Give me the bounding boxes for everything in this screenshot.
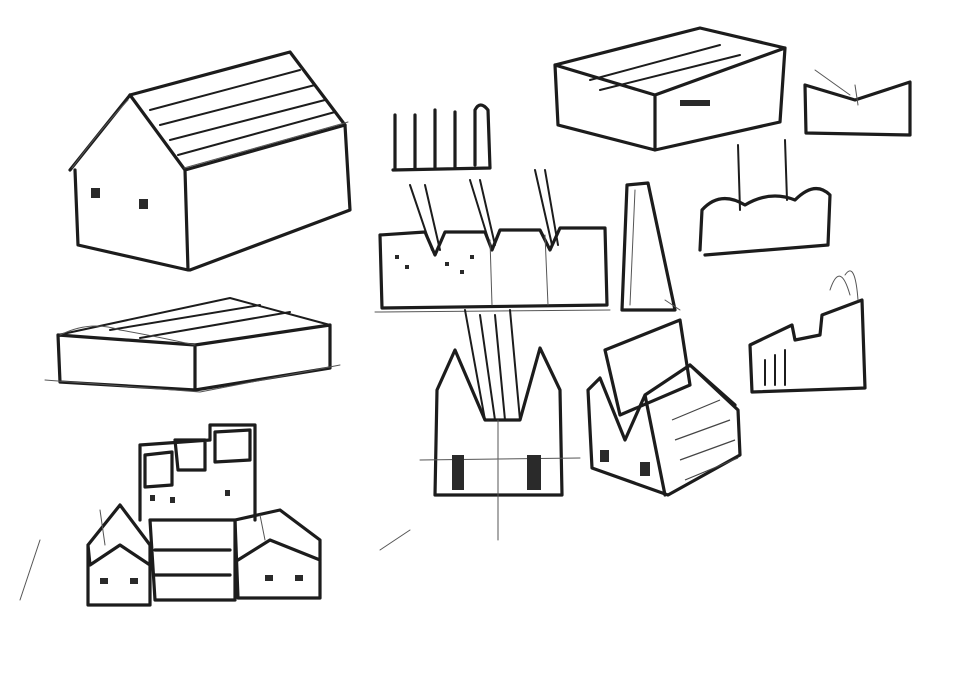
- low-shed-sketch: [44, 297, 341, 393]
- building-complex-sketch: [19, 423, 411, 607]
- comb-block-sketch: [391, 103, 492, 172]
- v-gable-building-sketch: [419, 309, 581, 541]
- house-with-panel-sketch: [586, 318, 742, 497]
- sawtooth-factory-sketch: [374, 169, 611, 313]
- chimney-sketch: [620, 181, 681, 312]
- gabled-house-sketch: [68, 50, 352, 272]
- small-v-block-sketch: [803, 69, 912, 137]
- stepped-block-sketch: [748, 270, 867, 394]
- flat-box-sketch: [553, 26, 787, 152]
- arched-block-sketch: [698, 139, 832, 257]
